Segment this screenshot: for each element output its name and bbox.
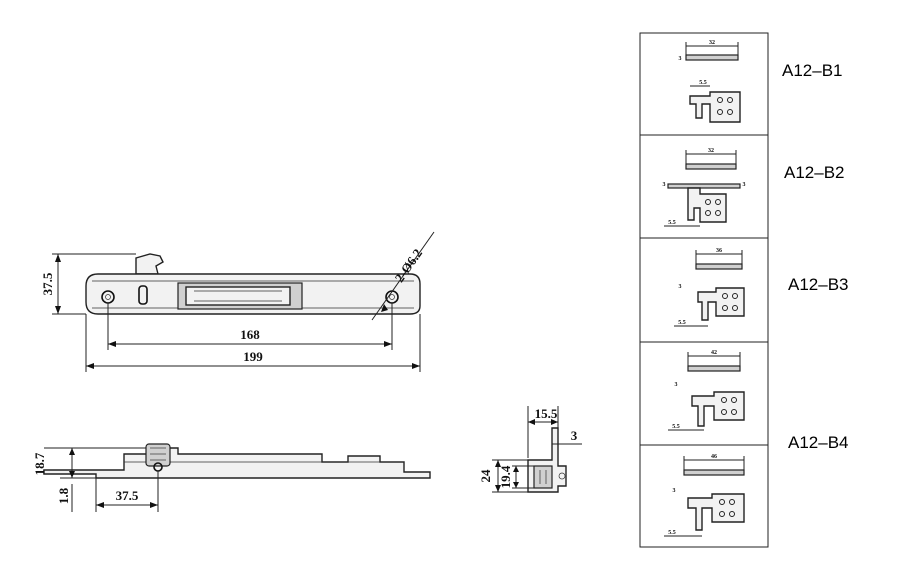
variant-b4-sketch: 42 3 5.5 (668, 350, 745, 431)
variant-b3-label: A12–B3 (788, 275, 849, 294)
variant-box (639, 32, 769, 548)
side-hook (145, 443, 171, 467)
side-view: 18.7 1.8 37.5 (32, 443, 431, 512)
variant-b4-length-dim: 42 (711, 350, 717, 356)
end-inner-dim: 19.4 (498, 465, 513, 488)
variant-b1-thick-dim: 3 (679, 56, 682, 62)
front-length-dim: 199 (243, 349, 263, 364)
side-profile (43, 447, 431, 479)
end-view: 15.5 3 24 19.4 (478, 406, 582, 493)
variant-b1-hook-dim: 5.5 (699, 80, 707, 86)
front-spacing-dim: 168 (240, 327, 260, 342)
end-height-dim: 24 (478, 469, 493, 483)
side-offset-dim: 37.5 (116, 488, 139, 503)
end-width-dim: 15.5 (535, 406, 558, 421)
variant-b3-sketch: 36 3 5.5 (674, 248, 745, 327)
front-view: 37.5 168 199 2-Ø6.2 (40, 231, 435, 372)
variant-b2-sketch: 32 3 3 5.5 (663, 148, 746, 227)
variant-b4-label: A12–B4 (788, 433, 849, 452)
variant-b5-length-dim: 46 (711, 454, 717, 460)
variant-b2-label: A12–B2 (784, 163, 845, 182)
variant-b5-thick-dim: 3 (673, 488, 676, 494)
end-lip-dim: 3 (571, 428, 578, 443)
variant-b2-thick-dim: 3 (663, 182, 666, 188)
side-height-dim: 18.7 (32, 452, 47, 475)
variant-b4-thick-dim: 3 (675, 382, 678, 388)
variant-panel: 32 3 5.5 A12–B1 32 3 3 5.5 A12–B2 (639, 32, 849, 548)
variant-b2-length-dim: 32 (708, 148, 714, 154)
variant-b2-hook-dim: 5.5 (668, 220, 676, 226)
variant-b1-length-dim: 32 (709, 40, 715, 46)
side-thickness-dim: 1.8 (56, 487, 71, 504)
variant-b3-hook-dim: 5.5 (678, 320, 686, 326)
variant-b3-thick-dim: 3 (679, 284, 682, 290)
front-height-dim: 37.5 (40, 272, 55, 295)
variant-b3-length-dim: 36 (716, 248, 722, 254)
end-inner (533, 465, 553, 489)
variant-b5-sketch: 46 3 5.5 (664, 454, 745, 537)
front-slot (138, 285, 148, 305)
variant-b1-label: A12–B1 (782, 61, 843, 80)
variant-b1-sketch: 32 3 5.5 (679, 40, 741, 123)
front-hook (135, 253, 164, 275)
variant-b2-thick-right-dim: 3 (743, 182, 746, 188)
variant-b5-hook-dim: 5.5 (668, 530, 676, 536)
variant-b4-hook-dim: 5.5 (672, 424, 680, 430)
